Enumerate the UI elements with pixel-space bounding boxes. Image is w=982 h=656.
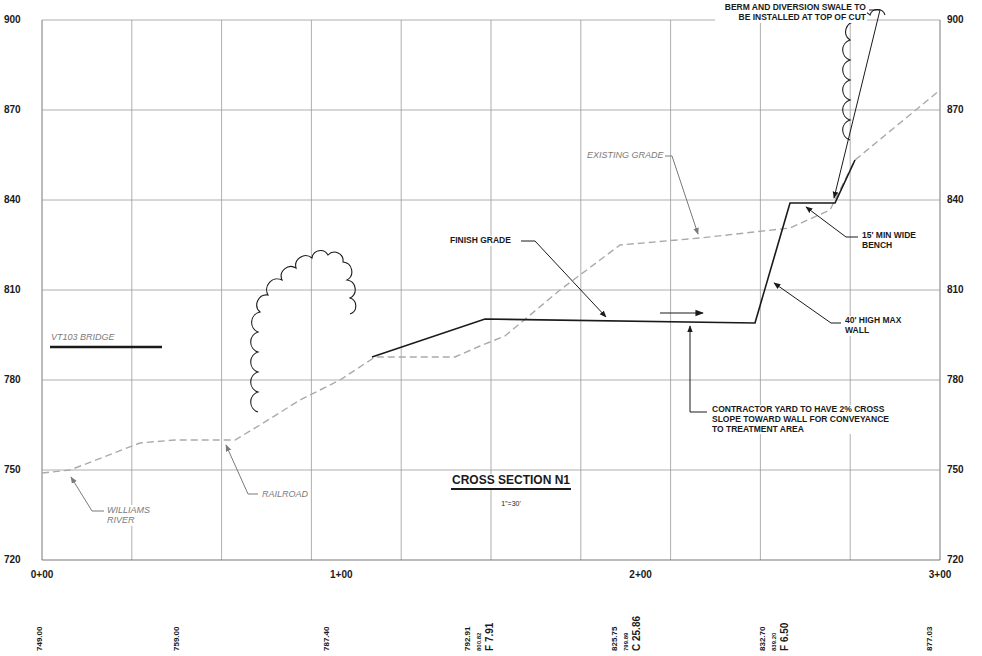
elevation-label: 870 bbox=[3, 104, 22, 116]
station-elevation: 800.82 bbox=[476, 632, 482, 652]
feature-label: WILLIAMS RIVER bbox=[106, 505, 160, 526]
elevation-label: 810 bbox=[3, 284, 22, 296]
leader-line bbox=[71, 477, 104, 511]
slope-arrow bbox=[660, 312, 703, 313]
station-elevation: 792.91 bbox=[464, 626, 472, 652]
elevation-label: 750 bbox=[3, 464, 22, 476]
elevation-label: 840 bbox=[3, 194, 22, 206]
leader-line bbox=[660, 156, 698, 234]
grid bbox=[42, 20, 940, 560]
leader-line bbox=[774, 283, 841, 323]
grid-line bbox=[42, 560, 940, 561]
grid-line bbox=[42, 470, 940, 471]
station-elevation: F 6.50 bbox=[780, 622, 790, 652]
feature-label: VT103 BRIDGE bbox=[50, 332, 116, 342]
callout-note: BERM AND DIVERSION SWALE TO BE INSTALLED… bbox=[715, 3, 867, 23]
scale-note: 1"=30' bbox=[500, 500, 522, 508]
station-elevation: 877.03 bbox=[926, 626, 934, 652]
station-label: 2+00 bbox=[628, 569, 653, 581]
leader-line bbox=[521, 241, 606, 317]
callout-note: EXISTING GRADE bbox=[586, 150, 665, 160]
elevation-label: 810 bbox=[946, 284, 965, 296]
station-label: 0+00 bbox=[30, 569, 55, 581]
tree-outline bbox=[251, 251, 356, 412]
grid-line bbox=[42, 110, 940, 111]
feature-label: RAILROAD bbox=[261, 489, 309, 499]
station-elevation: 749.00 bbox=[36, 626, 44, 652]
elevation-label: 900 bbox=[3, 14, 22, 26]
station-elevation: 799.89 bbox=[623, 632, 629, 652]
elevation-label: 780 bbox=[3, 374, 22, 386]
station-elevation: 759.00 bbox=[173, 626, 181, 652]
elevation-label: 750 bbox=[946, 464, 965, 476]
callout-note: 15' MIN WIDE BENCH bbox=[861, 231, 933, 251]
callout-note: CONTRACTOR YARD TO HAVE 2% CROSS SLOPE T… bbox=[711, 405, 891, 434]
elevation-label: 720 bbox=[3, 554, 22, 566]
leader-line bbox=[834, 10, 880, 198]
station-elevation: 832.70 bbox=[759, 626, 767, 652]
bridge-deck bbox=[50, 346, 162, 349]
leader-line bbox=[690, 326, 707, 412]
station-label: 1+00 bbox=[329, 569, 354, 581]
station-elevation: F 7.91 bbox=[485, 622, 495, 652]
leader-line bbox=[226, 445, 258, 494]
callout-note: 40' HIGH MAX WALL bbox=[844, 316, 916, 336]
leader-line bbox=[806, 207, 858, 237]
station-elevation: C 25.86 bbox=[632, 615, 642, 652]
elevation-label: 720 bbox=[946, 554, 965, 566]
elevation-label: 840 bbox=[946, 194, 965, 206]
station-elevation: 825.75 bbox=[611, 626, 619, 652]
finish-grade-line bbox=[372, 160, 855, 357]
station-elevation: 787.40 bbox=[323, 626, 331, 652]
section-title: CROSS SECTION N1 bbox=[451, 474, 571, 490]
station-elevation: 839.20 bbox=[771, 632, 777, 652]
station-label: 3+00 bbox=[928, 569, 953, 581]
elevation-label: 900 bbox=[946, 14, 965, 26]
elevation-label: 780 bbox=[946, 374, 965, 386]
trees bbox=[251, 10, 885, 412]
existing-grade-line bbox=[42, 90, 940, 473]
grid-line bbox=[42, 290, 940, 291]
elevation-label: 870 bbox=[946, 104, 965, 116]
grid-line bbox=[42, 200, 940, 201]
callout-note: FINISH GRADE bbox=[449, 236, 512, 246]
grid-line bbox=[42, 380, 940, 381]
